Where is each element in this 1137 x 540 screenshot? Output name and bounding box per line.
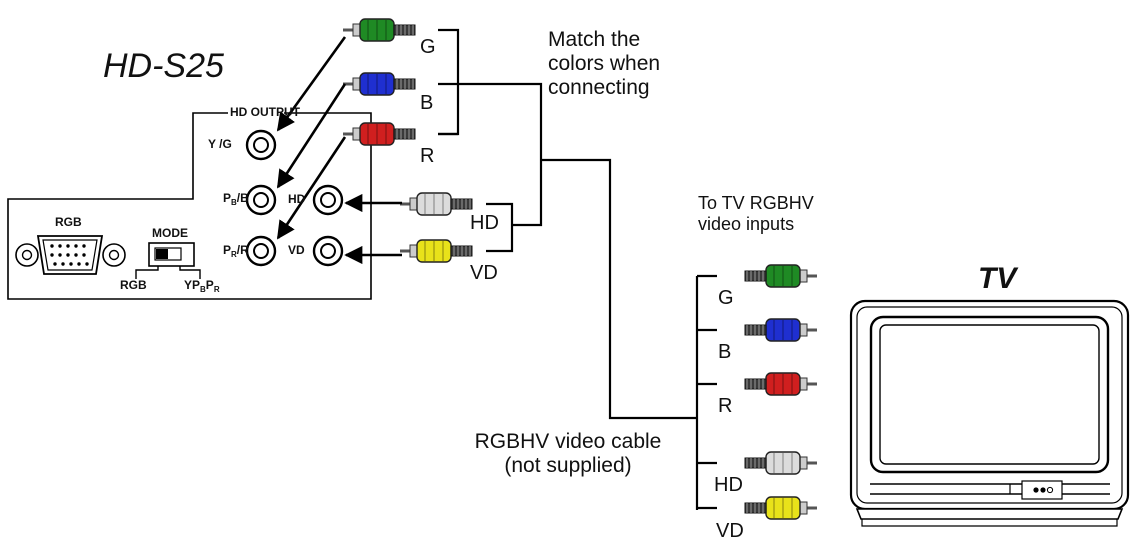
mode-option-rgb: RGB — [120, 278, 147, 292]
tv-plug-label-r: R — [718, 395, 733, 417]
source-plug-hd — [400, 192, 473, 216]
tv-stand — [855, 508, 1124, 520]
jack-y-g — [245, 129, 277, 161]
source-plug-label-b: B — [420, 92, 434, 114]
jack-vd-label: VD — [288, 243, 305, 257]
mode-switch-label: MODE — [152, 226, 188, 240]
tv-plug-label-b: B — [718, 341, 732, 363]
tv-plug-label-vd: VD — [716, 520, 744, 540]
tv-plug-label-hd: HD — [714, 474, 743, 496]
source-plug-group — [343, 18, 473, 263]
tv-illustration — [849, 299, 1130, 527]
hd-output-label-mask — [228, 106, 284, 120]
cable-lines — [438, 28, 717, 510]
source-plug-g — [343, 18, 416, 42]
arrow-r-to-prr — [276, 136, 347, 240]
tv-plug-hd — [744, 451, 817, 475]
source-plug-vd — [400, 239, 473, 263]
arrow-g-to-yg — [276, 36, 347, 132]
source-plug-label-g: G — [420, 36, 436, 58]
hd-output-label: HD OUTPUT — [230, 105, 300, 119]
device-model-title: HD-S25 — [103, 47, 224, 85]
source-plug-label-vd: VD — [470, 262, 498, 284]
jack-vd — [312, 235, 344, 267]
source-plug-label-hd: HD — [470, 212, 499, 234]
device-panel — [7, 106, 372, 300]
tv-plug-label-g: G — [718, 287, 734, 309]
connection-arrows — [276, 36, 402, 265]
rgb-vga-connector — [15, 235, 126, 275]
tv-plug-r — [744, 372, 817, 396]
cable-note: RGBHV video cable(not supplied) — [474, 430, 662, 478]
jack-pb-b — [245, 184, 277, 216]
mode-switch — [135, 242, 201, 279]
jack-hd — [312, 184, 344, 216]
tv-title: TV — [978, 262, 1017, 295]
jack-pr-r — [245, 235, 277, 267]
tv-plug-vd — [744, 496, 817, 520]
jack-pb-b-label: PB/B — [223, 191, 249, 207]
mode-option-ypbpr: YPBPR — [184, 278, 220, 294]
source-plug-label-r: R — [420, 145, 435, 167]
jack-y-g-label: Y /G — [208, 137, 232, 151]
tv-plug-b — [744, 318, 817, 342]
tv-screen — [869, 315, 1110, 474]
source-plug-r — [343, 122, 416, 146]
jack-pr-r-label: PR/R — [223, 243, 249, 259]
source-plug-b — [343, 72, 416, 96]
tv-plug-g — [744, 264, 817, 288]
tv-plug-group — [744, 264, 817, 520]
jack-hd-label: HD — [288, 192, 306, 206]
rgb-connector-label: RGB — [55, 215, 82, 229]
device-panel-outline — [7, 112, 372, 300]
arrow-b-to-pbb — [276, 83, 347, 189]
